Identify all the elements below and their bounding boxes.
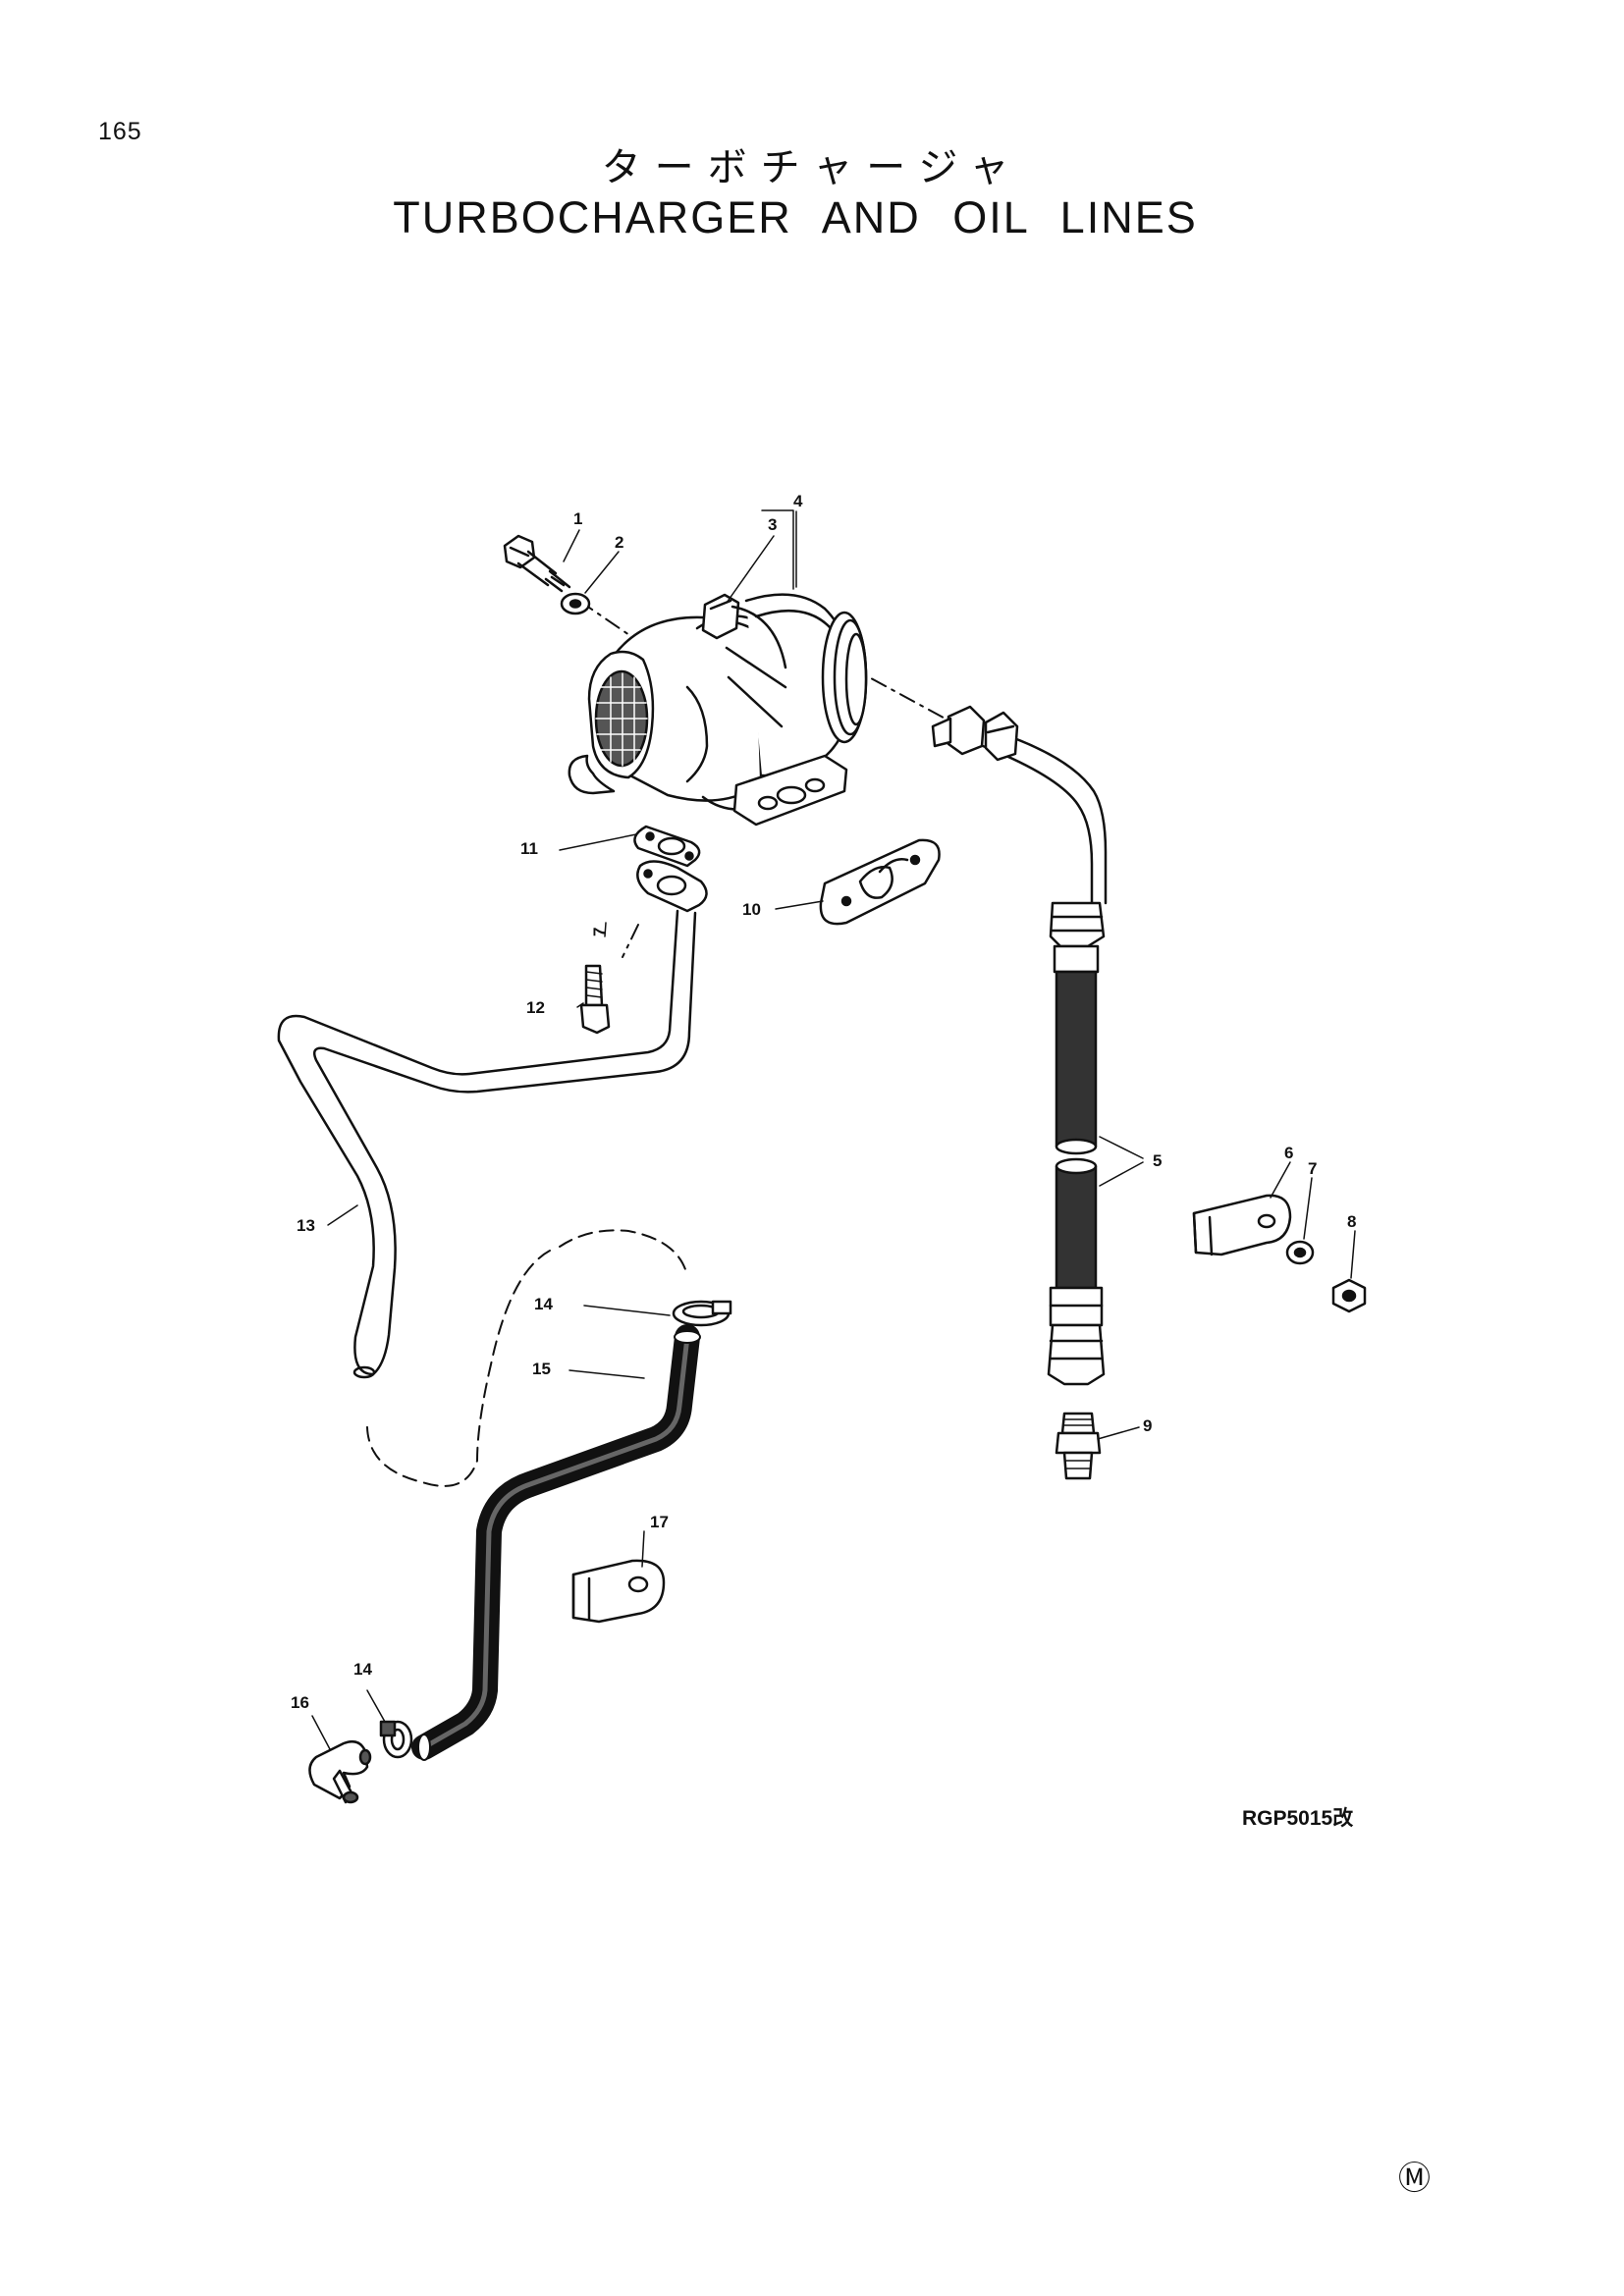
callout-9: 9 [1143, 1416, 1152, 1435]
page-number: 165 [98, 118, 142, 145]
oil-supply-line [931, 705, 1108, 1386]
stud-part [579, 964, 611, 1035]
oil-return-tube [277, 909, 697, 1379]
adapter-fitting [1055, 1412, 1102, 1480]
callout-7-washer: 7 [1308, 1159, 1317, 1178]
oil-return-flange [636, 860, 708, 913]
gasket-part-11 [633, 825, 701, 868]
callout-4: 4 [793, 492, 803, 510]
page-title-english: TURBOCHARGER AND OIL LINES [393, 192, 1198, 242]
hose-routing-path [365, 1229, 688, 1487]
callout-15: 15 [532, 1360, 551, 1378]
washer-part-7 [1285, 1240, 1315, 1265]
callout-6: 6 [1284, 1144, 1293, 1162]
callout-7-stud: 7 [590, 928, 609, 936]
corner-mark: Ⓜ [1398, 2160, 1431, 2196]
hose-clamp-upper [672, 1300, 732, 1327]
figure-id: RGP5015改 [1242, 1807, 1354, 1830]
rubber-hose [411, 1324, 701, 1761]
callout-16: 16 [291, 1693, 309, 1712]
hose-clamp-lower [379, 1720, 413, 1759]
nut-part [1331, 1278, 1367, 1313]
turbocharger-part [568, 593, 868, 827]
callout-labels: 1 2 3 4 5 6 7 7 8 9 10 11 12 13 14 14 15… [291, 492, 1356, 1712]
washer-part [560, 592, 591, 615]
elbow-fitting [308, 1740, 372, 1804]
callout-12: 12 [526, 998, 545, 1017]
page-title-japanese: ターボチャージャ [601, 145, 1023, 190]
callout-11: 11 [520, 839, 538, 858]
callout-5: 5 [1153, 1151, 1162, 1170]
leader-lines [311, 509, 1356, 1750]
callout-13: 13 [297, 1216, 315, 1235]
gasket-part-10 [819, 838, 941, 926]
callout-2: 2 [615, 533, 623, 552]
p-clamp-6 [1192, 1194, 1292, 1256]
bolt-part [503, 534, 571, 593]
callout-10: 10 [742, 900, 761, 919]
callout-3: 3 [768, 515, 777, 534]
p-clamp-17 [571, 1559, 666, 1624]
callout-8: 8 [1347, 1212, 1356, 1231]
callout-14-lower: 14 [353, 1660, 372, 1679]
callout-14-upper: 14 [534, 1295, 553, 1313]
callout-17: 17 [650, 1513, 669, 1531]
callout-1: 1 [573, 509, 582, 528]
